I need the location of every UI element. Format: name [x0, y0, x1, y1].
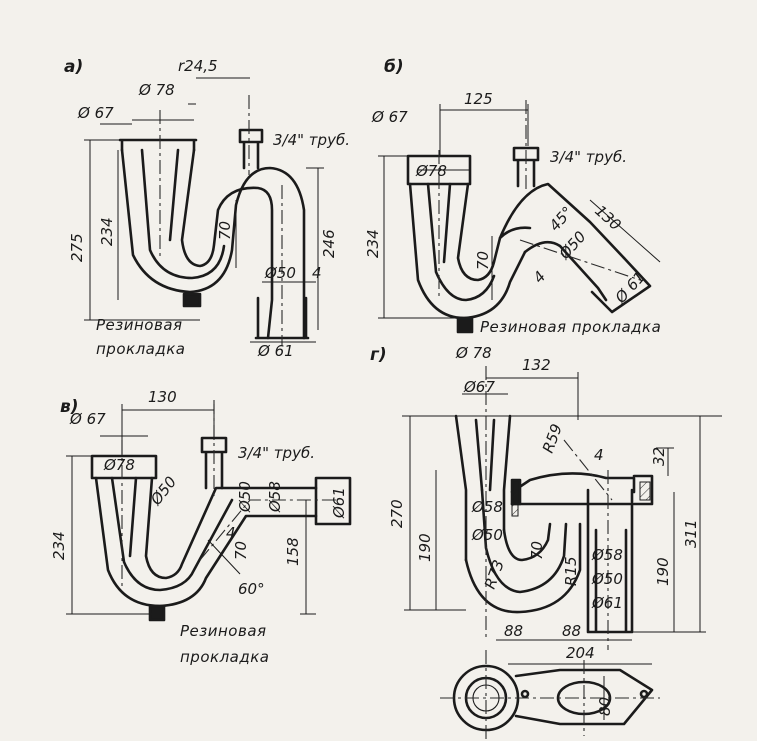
panel-a-label: а) [64, 57, 83, 77]
panel-g-dim-15: Ø50 [591, 570, 623, 588]
panel-b-elbow [498, 182, 626, 302]
panel-v-drain-plug [148, 604, 166, 622]
panel-a-dim-9: Ø50 [264, 264, 296, 282]
panel-b-label: б) [384, 57, 404, 77]
panel-b-trap-inner [456, 182, 532, 282]
panel-g-inlet-funnel [454, 414, 512, 562]
panel-a-note-1: Резиновая [96, 316, 183, 334]
panel-a-dim-6: 234 [98, 217, 116, 246]
panel-v: в) 130 Ø 67 Ø78 3/4" труб. Ø50 Ø50 Ø58 Ø… [50, 388, 352, 666]
panel-a-note-2: прокладка [96, 340, 185, 358]
panel-b-dim-2: Ø 67 [371, 108, 408, 126]
panel-g-dim-13: R15 [562, 556, 580, 586]
panel-g-dim-11: 70 [528, 541, 546, 560]
panel-a-drain-plug [182, 292, 202, 308]
panel-v-dim-1: 130 [148, 388, 177, 406]
panel-v-trap-inner [144, 476, 318, 580]
panel-b-dim-9: 70 [474, 251, 492, 270]
panel-g-u-wall [480, 488, 568, 594]
panel-v-label: в) [60, 397, 79, 417]
panel-g-cap [510, 472, 636, 506]
panel-g-label: г) [370, 345, 387, 365]
panel-g-dim-8: 190 [416, 533, 434, 562]
panel-b-dim-12: Ø 78 [455, 344, 492, 362]
panel-b-dim-6: 45° [546, 203, 577, 235]
panel-g-dim-18: 88 [504, 622, 523, 640]
panel-g-dim-9: Ø58 [471, 498, 503, 516]
panel-g-dim-1: 132 [522, 356, 551, 374]
panel-a-dim-5: 275 [68, 233, 86, 262]
panel-a-inlet-cup [118, 138, 198, 152]
panel-b-trap-wall-2 [442, 182, 452, 264]
panel-a: а) r24,5 Ø 78 Ø 67 3/4" труб. 275 234 [64, 57, 350, 360]
panel-g-dim-5: 32 [650, 447, 668, 466]
panel-g-dim-6: 270 [388, 499, 406, 528]
panel-g: г) 132 Ø67 R59 4 32 27 [370, 345, 722, 740]
panel-b-dim-10: 4 [530, 268, 550, 287]
panel-b-dim-3: Ø78 [415, 162, 447, 180]
panel-v-note-1: Резиновая [180, 622, 267, 640]
panel-v-dim-12: 4 [226, 524, 236, 542]
panel-v-dim-2: Ø 67 [69, 410, 106, 428]
panel-g-outlet [586, 488, 634, 634]
panel-b-dim-8: 234 [364, 229, 382, 258]
panel-a-dim-1: r24,5 [178, 57, 218, 75]
panel-v-dim-4: 3/4" труб. [238, 444, 315, 462]
panel-b-vent-fitting [512, 146, 540, 188]
panel-a-dim-4: 3/4" труб. [273, 131, 350, 149]
panel-v-dim-8: Ø61 [330, 487, 348, 519]
panel-a-dim-11: Ø 61 [257, 342, 294, 360]
panel-v-dim-7: Ø58 [266, 481, 284, 513]
panel-g-dim-2: Ø67 [463, 378, 495, 396]
panel-v-trap-wall-2 [128, 476, 138, 558]
panel-a-dim-3: Ø 67 [77, 104, 114, 122]
panel-g-dim-16: Ø61 [591, 594, 623, 612]
panel-b: б) 125 Ø 67 Ø78 3/4" труб. 130 45° Ø50 2… [364, 57, 661, 362]
panel-b-outlet [590, 256, 652, 314]
panel-v-dim-9: 234 [50, 531, 68, 560]
panel-g-dim-20: 204 [566, 644, 595, 662]
panel-b-trap-wall [426, 182, 496, 302]
panel-g-cap-flange [632, 474, 654, 506]
panel-g-inlet-wall [474, 418, 496, 492]
panel-g-dim-7: 311 [682, 519, 700, 548]
panel-a-trap-inner [180, 148, 274, 340]
panel-b-dim-1: 125 [464, 90, 493, 108]
panel-a-trap-wall-2 [168, 148, 180, 242]
panel-v-outlet [314, 476, 352, 526]
panel-b-dim-11: Ø 61 [611, 268, 649, 307]
panel-g-dim-3: R59 [539, 421, 566, 455]
panel-a-trap-outer [120, 148, 306, 340]
panel-b-drain-plug [456, 316, 474, 334]
panel-b-inlet-cup [406, 154, 472, 186]
panel-a-trap-wall [140, 148, 226, 280]
panel-g-dim-10: Ø50 [471, 526, 503, 544]
panel-v-trap-wall [110, 476, 234, 592]
panel-a-dim-2: Ø 78 [138, 81, 175, 99]
panel-g-dim-19: 88 [562, 622, 581, 640]
panel-v-inlet-cup [90, 454, 158, 480]
panel-a-dim-7: 70 [216, 221, 234, 240]
panel-v-dim-10: 70 [232, 541, 250, 560]
panel-v-note-2: прокладка [180, 648, 269, 666]
panel-g-dim-4: 4 [594, 446, 604, 464]
panel-v-dim-13: 60° [238, 580, 265, 598]
panel-g-u-bend [464, 522, 582, 614]
panel-v-vent-fitting [200, 436, 228, 490]
panel-a-dim-8: 246 [320, 229, 338, 258]
panel-v-dim-3: Ø78 [103, 456, 135, 474]
panel-g-dim-14: Ø58 [591, 546, 623, 564]
panel-b-trap-outer [408, 182, 527, 320]
panel-v-dim-6: Ø50 [236, 481, 254, 513]
panel-g-dim-17: 190 [654, 557, 672, 586]
panel-b-dim-4: 3/4" труб. [550, 148, 627, 166]
panel-g-plan-view [440, 650, 660, 740]
panel-a-dim-10: 4 [312, 264, 322, 282]
panel-a-vent-fitting [238, 128, 264, 170]
panel-b-note-1: Резиновая прокладка [480, 318, 661, 336]
panel-v-dim-11: 158 [284, 537, 302, 566]
